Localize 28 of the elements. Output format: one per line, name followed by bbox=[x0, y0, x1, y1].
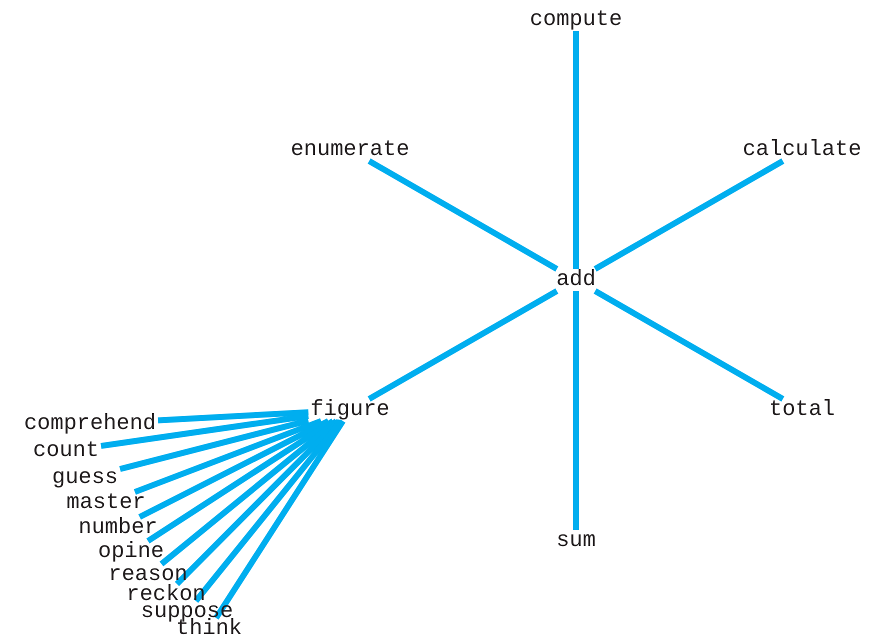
connector-line bbox=[368, 158, 558, 272]
connector-line bbox=[100, 413, 309, 449]
connector-line bbox=[573, 291, 579, 530]
word-label: total bbox=[769, 401, 835, 419]
connector-line bbox=[594, 288, 784, 402]
word-label: opine bbox=[98, 543, 164, 561]
word-label: figure bbox=[310, 401, 390, 419]
word-label: calculate bbox=[742, 141, 862, 159]
connector-line bbox=[158, 409, 309, 424]
word-label: think bbox=[176, 620, 242, 638]
connector-line bbox=[573, 31, 579, 269]
word-label: sum bbox=[556, 532, 596, 550]
word-label: enumerate bbox=[290, 141, 410, 159]
word-label: compute bbox=[530, 11, 622, 29]
word-label: comprehend bbox=[24, 415, 156, 433]
word-label: master bbox=[66, 494, 146, 512]
connector-line bbox=[214, 419, 346, 620]
word-label: count bbox=[33, 442, 99, 460]
connector-line bbox=[368, 288, 558, 402]
connector-line bbox=[134, 418, 322, 495]
word-label: number bbox=[78, 519, 158, 537]
connector-line bbox=[119, 418, 310, 472]
word-label: guess bbox=[52, 469, 118, 487]
word-label: add bbox=[556, 271, 596, 289]
connector-line bbox=[160, 418, 338, 566]
connector-line bbox=[594, 158, 784, 272]
connector-line bbox=[146, 418, 335, 544]
connector-line bbox=[138, 418, 330, 520]
